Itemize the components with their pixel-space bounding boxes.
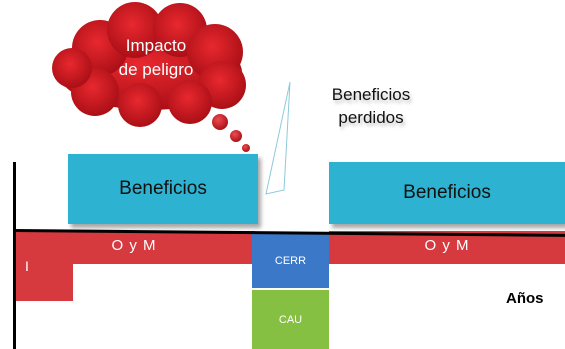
cerr-block: CERR [252, 233, 329, 288]
thought-bubble-medium [230, 130, 242, 142]
lost-benefits-line-2: perdidos [338, 107, 404, 127]
thought-bubble-large [212, 114, 228, 130]
lost-benefits-line-1: Beneficios [331, 85, 411, 104]
cloud-text-line-1: Impacto [125, 36, 187, 55]
value-axis [13, 162, 16, 349]
lost-benefits-pointer [265, 81, 291, 195]
operation-maintenance-band-after: O y M [329, 231, 565, 264]
years-axis-label: Años [506, 290, 544, 307]
benefits-box-after: Beneficios [329, 162, 565, 224]
cau-block: CAU [252, 290, 329, 349]
cloud-text-line-2: de peligro [118, 59, 194, 79]
cloud-shape [52, 2, 246, 127]
lost-benefits-label: Beneficios perdidos [316, 84, 426, 130]
investment-block: I [13, 231, 73, 301]
benefits-box-before: Beneficios [68, 154, 258, 224]
hazard-impact-label: Impacto de peligro [96, 34, 216, 82]
thought-bubble-small [242, 144, 250, 152]
